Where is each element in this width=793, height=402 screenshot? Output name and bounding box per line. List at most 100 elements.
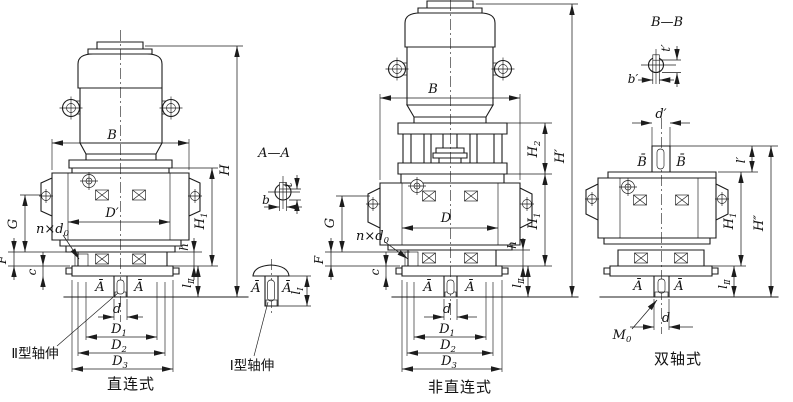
type2-shaft-note: Ⅱ型轴伸 — [11, 346, 58, 361]
dim-F-label: F — [312, 255, 326, 265]
crossed-box-symbol — [674, 252, 688, 264]
keyway-slot — [656, 148, 665, 170]
dim-lI-label: lⅠ — [289, 287, 306, 295]
dim-c-label: c — [368, 268, 382, 275]
section-a-a: A—A t b — [257, 146, 302, 214]
section-mark-a: Ā — [281, 280, 291, 296]
dim-H1-label: H1 — [526, 213, 543, 231]
screw-icon — [618, 177, 638, 197]
dim-c-label: c — [25, 268, 39, 275]
dim-lII-label: lⅡ — [716, 279, 733, 289]
figure-double-shaft-type: d′ B̄ B̄ l′ H″ H1 lⅡ Ā Ā M0 d 双轴式 — [584, 107, 779, 368]
dim-H2-label: H2 — [526, 141, 543, 159]
bolt-note-label: n×d0 — [356, 229, 390, 246]
dim-D3-label: D3 — [111, 354, 128, 371]
crossed-box-symbol — [132, 253, 146, 265]
section-mark-a: Ā — [250, 280, 260, 296]
dim-F-label: F — [0, 255, 9, 265]
bolt-hatch — [74, 253, 89, 267]
eye-bolt-icon — [490, 56, 516, 82]
dim-h-label: h — [505, 241, 519, 249]
shaft-end-hatch — [265, 299, 278, 307]
dim-bprime-label: b′ — [628, 72, 639, 86]
nondirect-caption: 非直连式 — [428, 379, 492, 396]
section-mark-a: Ā — [464, 279, 474, 295]
shaft-end-hatch — [654, 291, 669, 298]
section-bb-title: B—B — [650, 15, 683, 30]
screw-icon — [79, 171, 99, 191]
crossed-box-symbol — [634, 252, 648, 264]
direct-construction-lines — [8, 45, 243, 372]
eye-bolt-icon — [384, 56, 410, 82]
section-mark-a: Ā — [632, 278, 642, 294]
dim-D3-label: D3 — [440, 354, 457, 371]
lug-bolt-icon — [584, 191, 600, 207]
bolt-note-label: n×d0 — [36, 222, 70, 239]
dim-t-label: t — [281, 182, 295, 187]
dim-B-label: B — [427, 82, 438, 97]
crossed-box-symbol — [633, 194, 647, 206]
aa-construction-lines — [268, 176, 301, 211]
section-mark-b: B̄ — [675, 154, 686, 170]
M0-note-label: M0 — [612, 328, 632, 345]
dim-D-label: D — [440, 211, 452, 226]
dim-h-label: h — [177, 243, 191, 251]
nondirect-construction-lines — [325, 3, 578, 372]
dim-H1-label: H1 — [722, 213, 739, 231]
dim-D1-label: D1 — [438, 322, 455, 339]
eye-bolt-icon — [158, 95, 184, 121]
keyway-slot — [446, 279, 455, 295]
bolt-hatch — [404, 251, 419, 267]
crossed-box-symbol — [675, 194, 689, 206]
dim-Hprime-label: H′ — [553, 149, 568, 164]
keyway-slot — [657, 278, 666, 294]
dim-G-label: G — [6, 219, 21, 229]
type-1-shaft-detail: lⅠ Ā Ā Ⅰ型轴伸 — [230, 259, 311, 373]
crossed-box-symbol — [422, 190, 436, 202]
eye-bolt-icon — [58, 95, 84, 121]
section-aa-title: A—A — [257, 146, 290, 161]
keyway-slot — [116, 279, 125, 295]
crossed-box-symbol — [464, 252, 478, 264]
keyway-slot — [267, 279, 275, 302]
type1-shaft-note: Ⅰ型轴伸 — [230, 358, 274, 373]
dim-b-label: b — [262, 193, 270, 207]
crossed-box-symbol — [132, 189, 146, 201]
bb-construction-lines — [641, 49, 681, 84]
dim-lprime-label: l′ — [734, 156, 748, 163]
dim-lII-label: lⅡ — [180, 278, 197, 288]
crossed-box-symbol — [95, 253, 109, 265]
dim-lII-label: lⅡ — [510, 278, 527, 288]
dim-d-label: d — [113, 302, 121, 317]
doubleshaft-construction-lines — [619, 127, 778, 330]
section-b-b: B—B t′ b′ — [628, 15, 683, 87]
M0-note-leader — [631, 299, 658, 330]
dim-dprime-label: d′ — [655, 107, 666, 122]
figure-direct-type: B H H1 h lⅡ G F c D′ d D1 D2 D3 n×d0 Ā Ā… — [0, 30, 249, 393]
dim-D2-label: D2 — [439, 338, 456, 355]
figure-non-direct-type: B H2 H1 H′ h lⅡ G F c D d D1 D2 D3 n×d0 … — [312, 0, 579, 396]
section-mark-b: B̄ — [636, 154, 647, 170]
doubleshaft-caption: 双轴式 — [654, 351, 702, 368]
dim-tprime-label: t′ — [659, 44, 673, 52]
section-mark-a: Ā — [133, 279, 143, 295]
dim-d-label: d — [662, 311, 670, 326]
dim-d-label: d — [443, 302, 451, 317]
section-mark-a: Ā — [673, 278, 683, 294]
lug-bolt-icon — [714, 191, 730, 207]
section-mark-a: Ā — [422, 279, 432, 295]
dim-Dprime-label: D′ — [104, 206, 118, 221]
nondirect-outline — [367, 0, 533, 298]
dim-B-label: B — [106, 128, 117, 143]
dim-D1-label: D1 — [110, 322, 127, 339]
bolt-note-leader — [62, 234, 80, 260]
crossed-box-symbol — [422, 252, 436, 264]
dim-H1-label: H1 — [193, 213, 210, 231]
doubleshaft-outline — [585, 145, 729, 298]
direct-caption: 直连式 — [107, 376, 155, 393]
dim-D2-label: D2 — [110, 338, 127, 355]
type2-note-leader — [56, 292, 119, 347]
crossed-box-symbol — [95, 189, 109, 201]
